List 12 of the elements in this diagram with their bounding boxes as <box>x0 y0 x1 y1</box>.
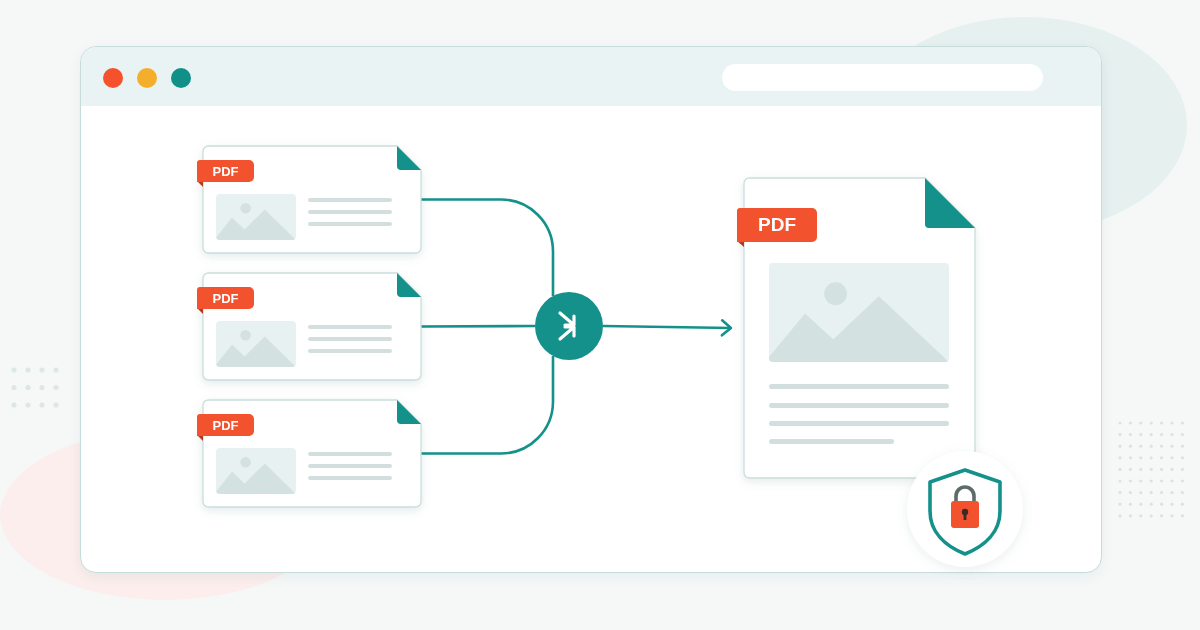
connector-line <box>421 356 555 455</box>
document-page <box>197 400 421 507</box>
arrow <box>602 319 733 337</box>
document-page <box>197 273 421 380</box>
file-type-tag: PDF <box>197 414 254 436</box>
document-page <box>197 146 421 253</box>
connector-line <box>421 198 555 296</box>
document-page <box>737 178 975 478</box>
file-type-tag: PDF <box>737 208 817 242</box>
connector-line <box>421 324 535 328</box>
file-type-tag: PDF <box>197 287 254 309</box>
file-type-tag: PDF <box>197 160 254 182</box>
